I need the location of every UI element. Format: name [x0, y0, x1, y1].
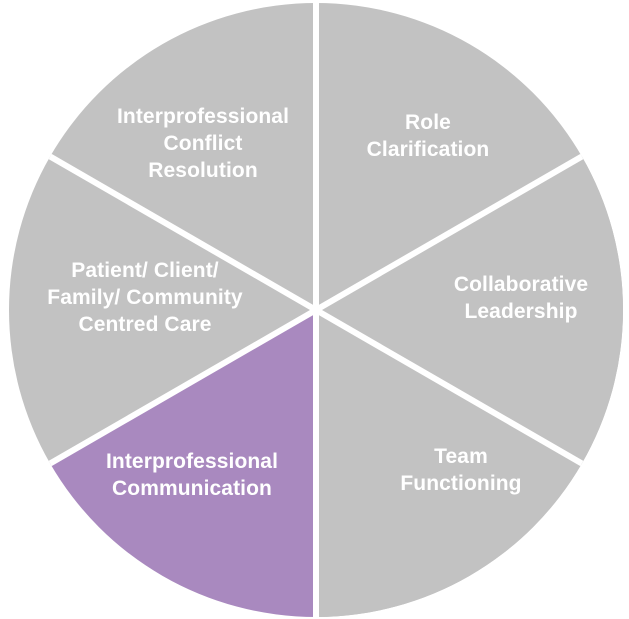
divider-upper-right-to-lower-left	[48, 153, 584, 467]
segment-divider-lines	[48, 3, 584, 617]
segment-interprofessional-conflict-resolution[interactable]	[50, 3, 316, 310]
segment-interprofessional-communication[interactable]	[50, 310, 316, 617]
segment-team-functioning[interactable]	[316, 310, 582, 617]
segment-patient-client-family-community-centred-care[interactable]	[8, 156, 317, 464]
